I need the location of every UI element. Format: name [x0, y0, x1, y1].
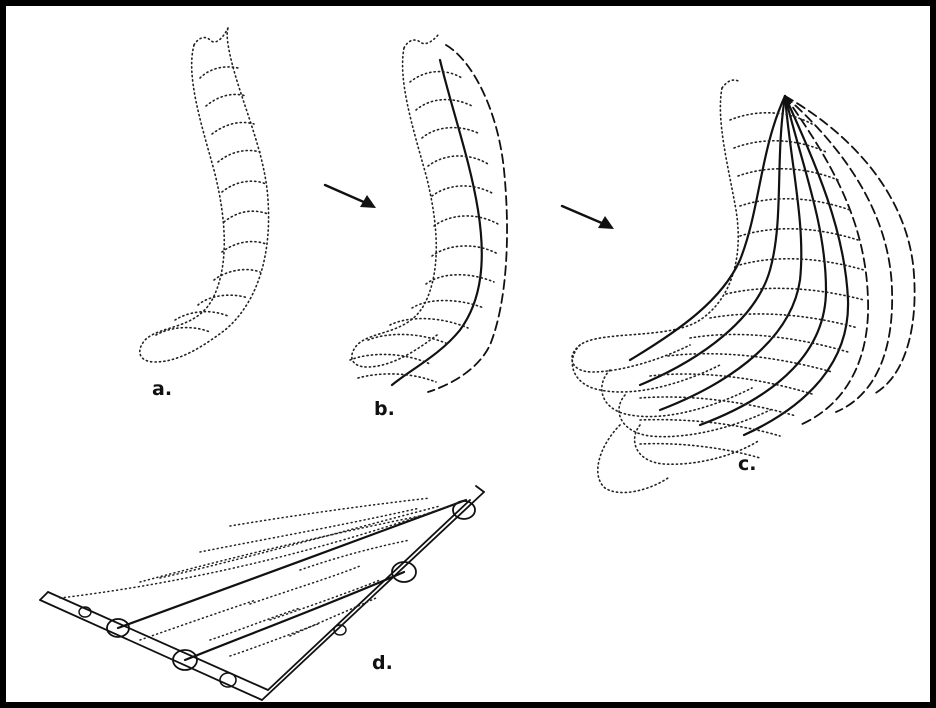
arrow-b-to-c [562, 206, 614, 229]
arrow-a-to-b [325, 185, 376, 208]
panel-a-drawing [140, 28, 269, 362]
panel-c-label: c. [738, 453, 756, 475]
panel-d-label: d. [372, 652, 393, 674]
panel-d-drawing [40, 486, 484, 700]
panel-c-drawing [572, 80, 915, 493]
panel-b-drawing [350, 35, 507, 392]
panel-a-label: a. [152, 378, 172, 400]
panel-b-label: b. [374, 398, 395, 420]
